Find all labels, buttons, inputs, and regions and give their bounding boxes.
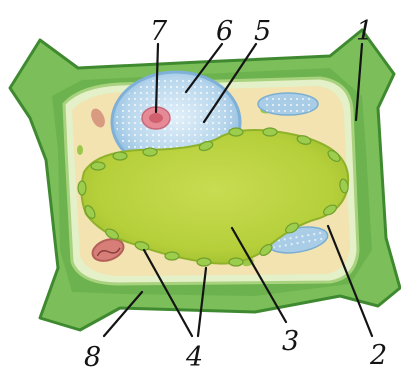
label-5: 5 — [254, 16, 271, 47]
label-8: 8 — [84, 342, 101, 373]
label-2: 2 — [369, 340, 387, 371]
label-1: 1 — [356, 16, 373, 47]
label-6: 6 — [216, 16, 233, 47]
label-7: 7 — [150, 16, 168, 47]
label-3: 3 — [282, 326, 299, 357]
label-4: 4 — [185, 342, 203, 373]
